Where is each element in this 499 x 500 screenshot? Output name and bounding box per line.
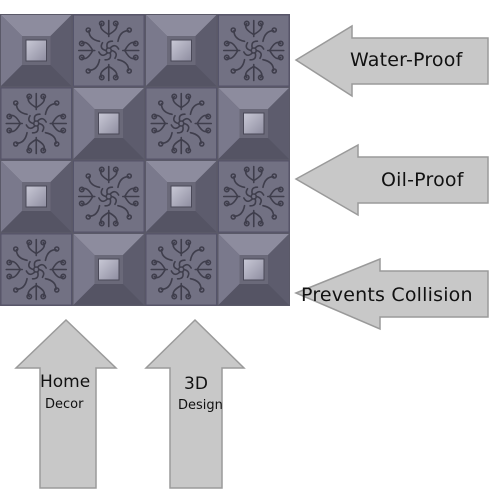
tile-floral-relief (0, 87, 72, 160)
tile-square-relief (218, 88, 289, 159)
feature-label-prevents-collision: Prevents Collision (301, 284, 473, 306)
tile-square-relief (146, 15, 217, 86)
arrow-left-oil-proof (294, 143, 489, 217)
tile-floral-relief (73, 14, 145, 87)
badge-label-3d: 3D (184, 374, 208, 394)
arrow-up-3d-design (144, 318, 246, 489)
feature-label-water-proof: Water-Proof (350, 49, 463, 71)
badge-label-decor: Decor (45, 397, 84, 412)
arrow-left-prevents-collision (294, 257, 489, 331)
tile-square-relief (73, 88, 144, 159)
arrow-left-water-proof (294, 24, 489, 98)
arrow-up-home-decor (14, 318, 118, 489)
tile-floral-relief (145, 87, 217, 160)
feature-label-oil-proof: Oil-Proof (381, 169, 464, 191)
tile-panel (0, 14, 290, 306)
tile-square-relief (146, 161, 217, 232)
tile-floral-relief (218, 14, 290, 87)
tile-square-relief (218, 234, 289, 305)
tile-floral-relief (0, 233, 72, 306)
badge-label-home: Home (40, 372, 91, 392)
tile-square-relief (1, 15, 72, 86)
tile-square-relief (73, 234, 144, 305)
tile-square-relief (1, 161, 72, 232)
badge-label-design: Design (178, 398, 223, 413)
tile-floral-relief (73, 160, 145, 233)
tile-floral-relief (218, 160, 290, 233)
tile-floral-relief (145, 233, 217, 306)
